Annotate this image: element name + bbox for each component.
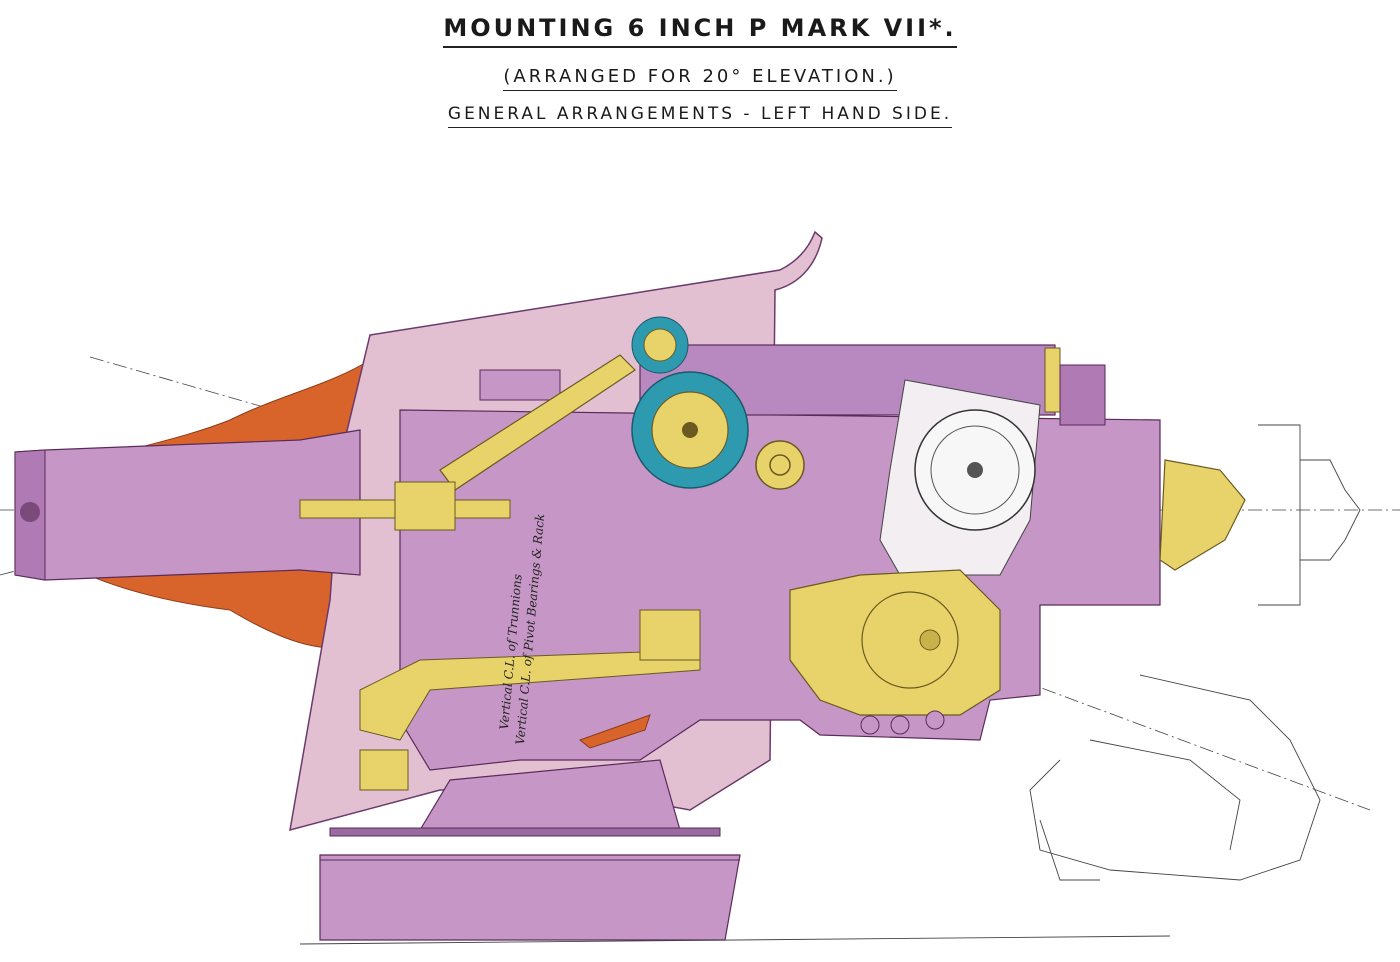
muzzle-bore bbox=[20, 502, 40, 522]
lower-linkage bbox=[359, 649, 701, 741]
drawing-title: MOUNTING 6 INCH P MARK VII*. bbox=[0, 14, 1400, 48]
top-block bbox=[479, 369, 561, 401]
handwheel bbox=[755, 440, 805, 490]
breech-mechanism bbox=[1159, 459, 1246, 571]
drawing-subtitle: (ARRANGED FOR 20° ELEVATION.) bbox=[0, 66, 1400, 91]
lower-box bbox=[359, 749, 409, 791]
training-gear-housing bbox=[789, 569, 1001, 716]
sight-block bbox=[394, 481, 456, 531]
pedestal-base bbox=[319, 854, 741, 941]
breech-outline-ghost bbox=[1029, 424, 1361, 881]
training-rack bbox=[329, 827, 721, 837]
middle-block bbox=[639, 609, 701, 661]
orange-lever bbox=[578, 714, 651, 749]
drawing-subtitle-2: GENERAL ARRANGEMENTS - LEFT HAND SIDE. bbox=[0, 104, 1400, 128]
rear-bracket bbox=[1059, 364, 1106, 426]
ground-line bbox=[299, 935, 1171, 945]
cylinder-end-cap bbox=[1044, 347, 1061, 413]
